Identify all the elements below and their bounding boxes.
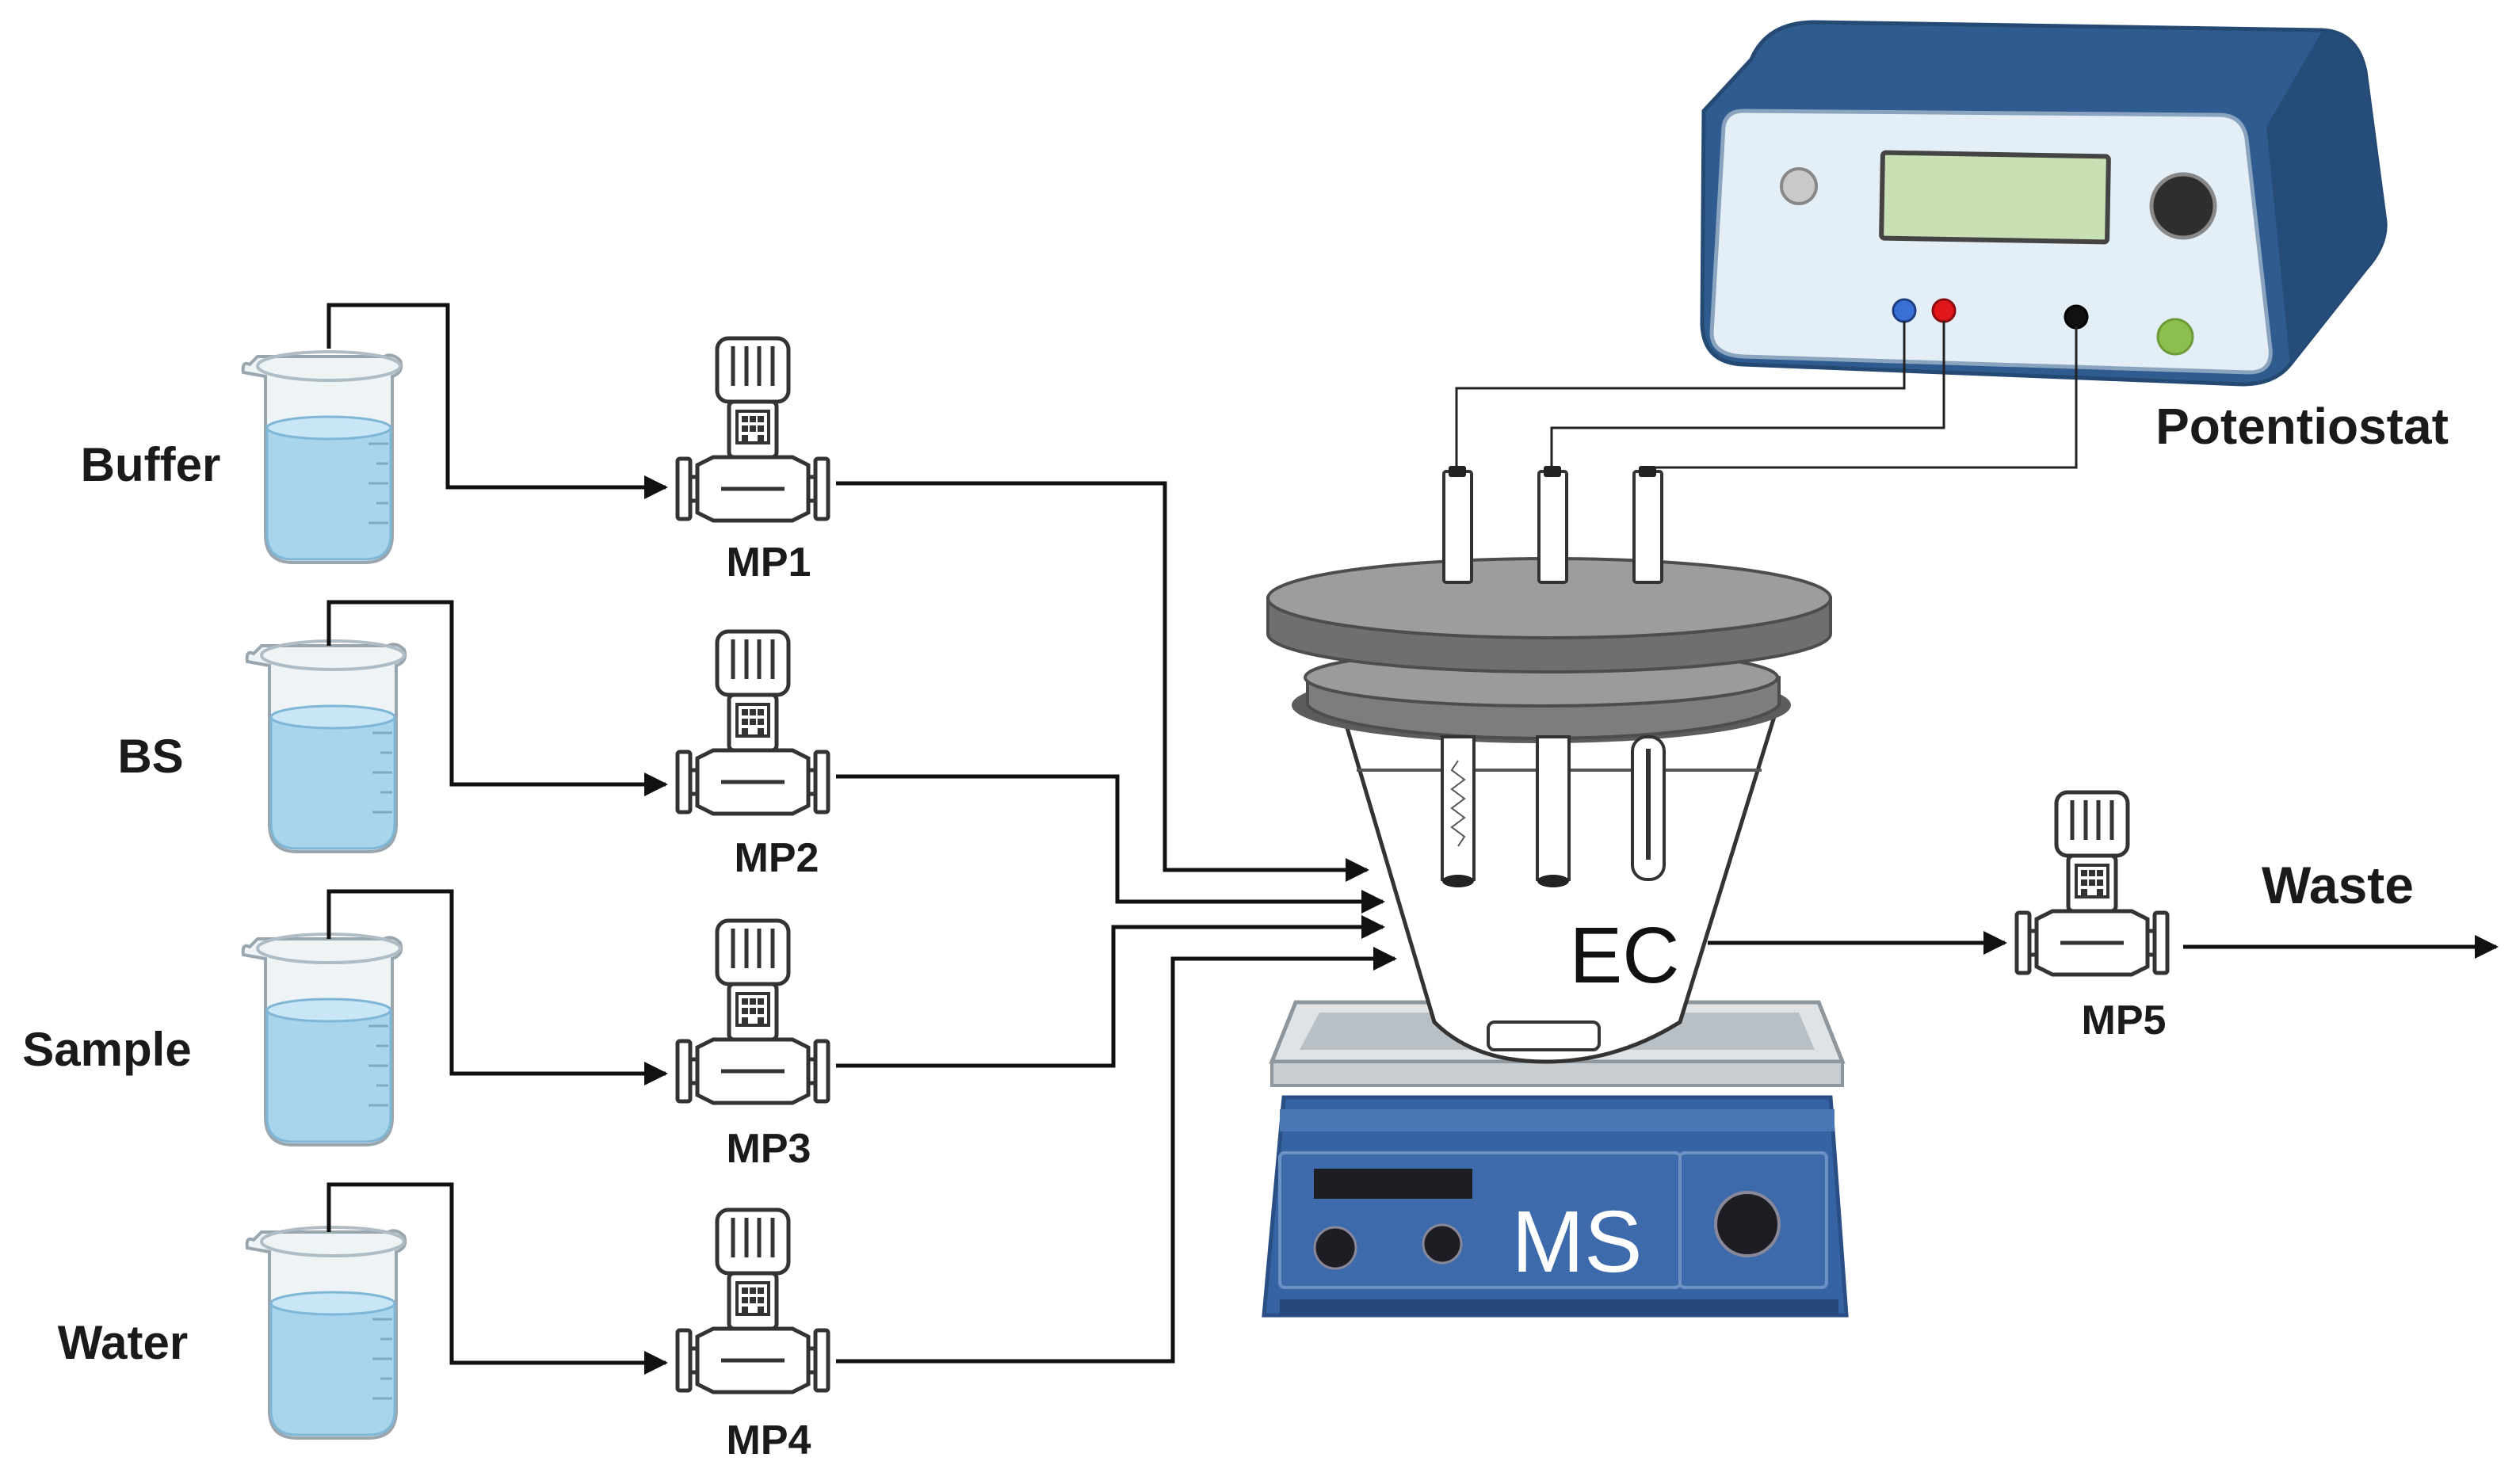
- valve-pump-icon: [2017, 792, 2167, 975]
- source-label: Buffer: [81, 438, 221, 491]
- cell-label: EC: [1570, 911, 1680, 1000]
- tube-buffer-to-mp1: [326, 303, 668, 499]
- stirrer-label: MS: [1512, 1193, 1643, 1291]
- source-water: Water: [58, 1226, 407, 1440]
- terminal-blue-icon: [1892, 298, 1917, 323]
- stir-bar: [1487, 1020, 1601, 1051]
- electrode-wires: [1455, 321, 2078, 469]
- pump-label: MP1: [727, 540, 811, 586]
- electrodes-top: [1442, 470, 1663, 584]
- pump-mp1: MP1: [678, 338, 828, 586]
- tube-mp3-to-ec: [836, 915, 1385, 1068]
- control-knob-icon: [2149, 172, 2217, 240]
- stirrer-knob-left-icon: [1313, 1226, 1357, 1270]
- potentiostat: Potentiostat: [1700, 20, 2449, 455]
- power-button-icon: [1780, 167, 1818, 205]
- source-label: BS: [117, 730, 183, 783]
- tube-bs-to-mp2: [326, 600, 668, 796]
- beaker-icon: [245, 639, 407, 853]
- beaker-icon: [241, 933, 403, 1146]
- terminal-red-icon: [1931, 298, 1957, 323]
- pump-mp3: MP3: [678, 921, 828, 1172]
- tube-water-to-mp4: [326, 1182, 668, 1375]
- valve-pump-icon: [678, 1210, 828, 1392]
- tube-mp1-to-ec: [836, 481, 1369, 882]
- indicator-green-icon: [2156, 318, 2194, 356]
- pump-label: MP3: [727, 1126, 811, 1172]
- pump-label: MP2: [735, 835, 819, 881]
- tubing-to-cell: [836, 481, 1397, 1364]
- electrodes-bottom: [1441, 735, 1666, 887]
- wire-blue: [1455, 321, 1906, 467]
- tube-mp2-to-ec: [836, 774, 1385, 914]
- stirrer-speed-knob-icon: [1714, 1191, 1781, 1257]
- waste-label: Waste: [2262, 856, 2414, 914]
- wire-black: [1647, 326, 2078, 469]
- wire-red: [1550, 321, 1945, 467]
- potentiostat-label: Potentiostat: [2155, 398, 2449, 455]
- beaker-icon: [241, 350, 403, 565]
- tube-mp4-to-ec: [836, 947, 1397, 1364]
- electrochemical-cell: EC: [1266, 466, 1832, 1064]
- pump-mp4: MP4: [678, 1210, 828, 1463]
- potentiostat-display: [1879, 150, 2111, 245]
- outlet: MP5 Waste: [1708, 792, 2499, 1043]
- valve-pump-icon: [678, 338, 828, 521]
- pump-label: MP5: [2082, 998, 2167, 1043]
- pump-label: MP4: [727, 1417, 811, 1463]
- stirrer-knob-mid-icon: [1422, 1223, 1463, 1265]
- tubing-inlets: [326, 303, 668, 1375]
- valve-pump-icon: [678, 631, 828, 814]
- valve-pump-icon: [678, 921, 828, 1103]
- terminal-black-icon: [2064, 304, 2089, 330]
- beaker-icon: [245, 1226, 407, 1440]
- stirrer-display: [1314, 1169, 1472, 1199]
- source-label: Water: [58, 1316, 188, 1369]
- source-sample: Sample: [22, 933, 403, 1146]
- source-label: Sample: [22, 1023, 191, 1076]
- source-bs: BS: [117, 639, 407, 853]
- pump-mp2: MP2: [678, 631, 828, 881]
- source-buffer: Buffer: [81, 350, 403, 565]
- tube-sample-to-mp3: [326, 889, 668, 1085]
